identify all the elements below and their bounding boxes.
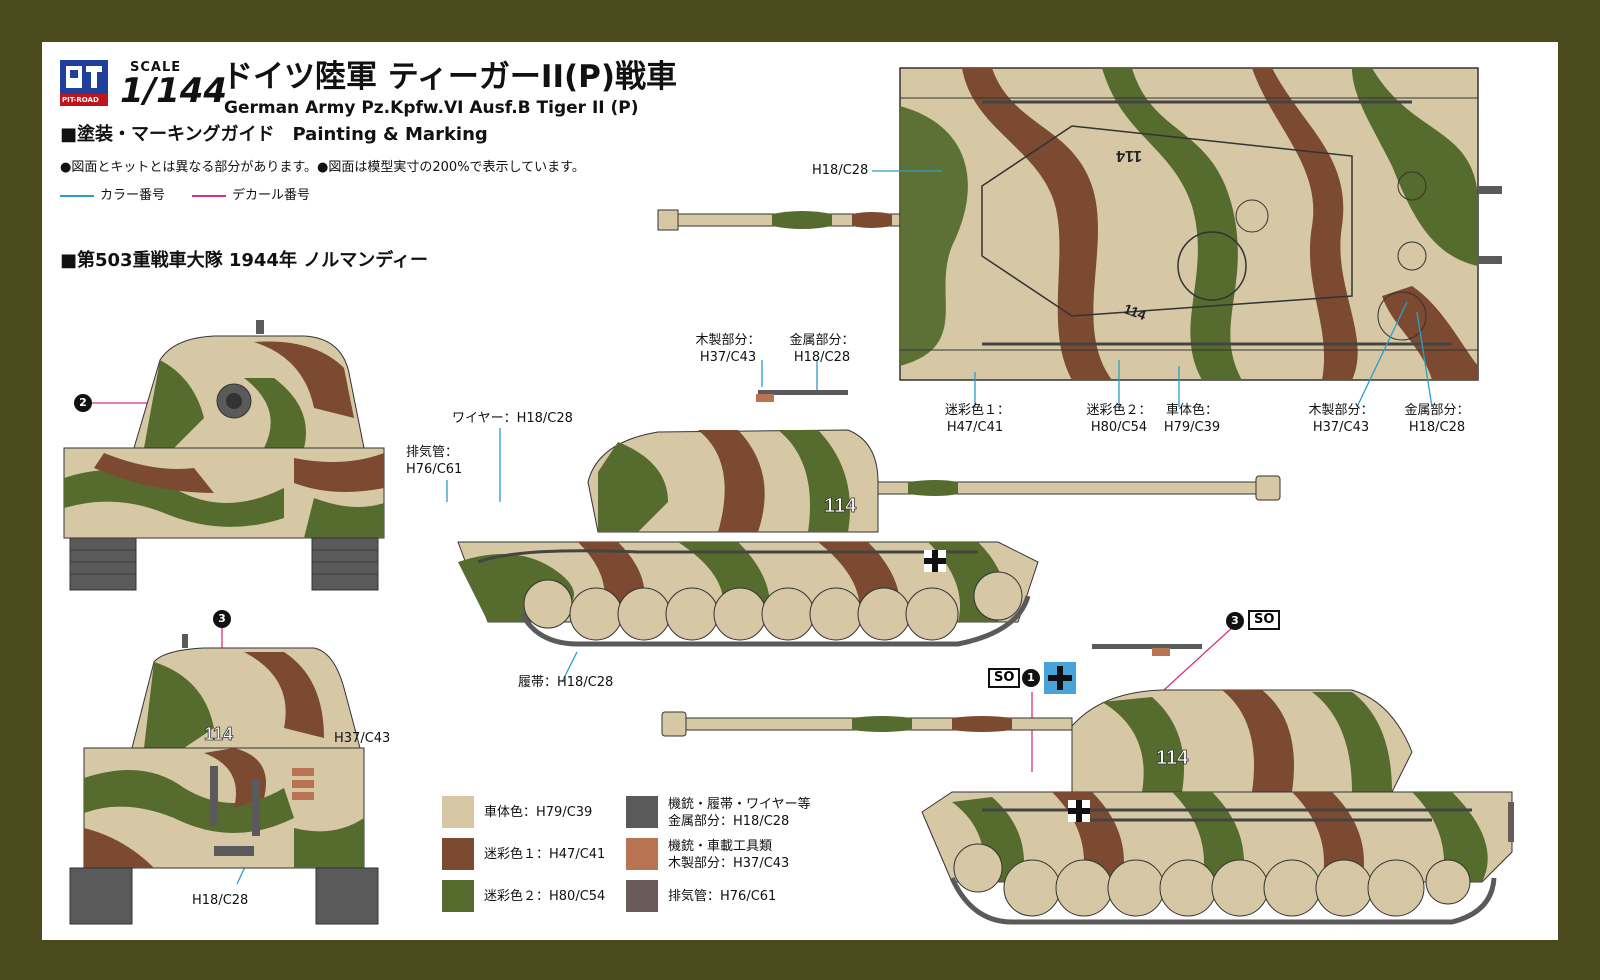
swatch-metal-label: 機銃・履帯・ワイヤー等金属部分：H18/C28 — [668, 797, 811, 829]
legend-color-number: カラー番号 — [60, 188, 165, 204]
callout-rear-wood: H37/C43 — [334, 731, 391, 746]
left-side-drawing: 114 — [457, 390, 1281, 647]
swatch-exhaust-color — [626, 880, 658, 912]
swatch-camo2-label: 迷彩色２：H80/C54 — [484, 889, 606, 904]
callout-top-gun: H18/C28 — [812, 163, 869, 178]
callout-camo2: 迷彩色２：H80/C54 — [1086, 403, 1152, 435]
callout-side-wood: 木製部分：H37/C43 — [695, 333, 761, 365]
note-text: ●図面とキットとは異なる部分があります。●図面は模型実寸の200%で表示していま… — [60, 160, 585, 175]
logo-text: PIT-ROAD — [62, 96, 99, 104]
decal-so-left: SO — [988, 668, 1021, 688]
swatch-metal-color — [626, 796, 658, 828]
svg-text:114: 114 — [1156, 747, 1189, 769]
callout-wire: ワイヤー：H18/C28 — [452, 411, 573, 426]
decal-3-badge-side: 3 — [1226, 612, 1244, 630]
callout-track: 履帯：H18/C28 — [518, 675, 614, 690]
legend-decal-number: デカール番号 — [192, 188, 310, 204]
callout-wood-top: 木製部分：H37/C43 — [1308, 403, 1374, 435]
swatch-camo2-color — [442, 880, 474, 912]
callout-exhaust: 排気管：H76/C61 — [406, 445, 463, 477]
turret-number-top: 114 — [1116, 147, 1142, 164]
swatch-camo1-color — [442, 838, 474, 870]
decal-1-badge: 1 — [1022, 669, 1040, 687]
callout-side-metal: 金属部分：H18/C28 — [789, 333, 855, 365]
legend-color-label: カラー番号 — [100, 188, 166, 203]
scale-label: SCALE — [130, 60, 182, 75]
swatch-wood-label: 機銃・車載工具類木製部分：H37/C43 — [668, 839, 790, 871]
balkenkreuz-icon — [1044, 662, 1076, 694]
unit-title: ■第503重戦車大隊 1944年 ノルマンディー — [60, 250, 428, 271]
front-view-drawing — [63, 320, 385, 591]
decal-line-icon — [192, 194, 226, 197]
swatch-wood-color — [626, 838, 658, 870]
swatch-camo1-label: 迷彩色１：H47/C41 — [484, 847, 606, 862]
decal-so-right: SO — [1248, 610, 1281, 630]
scale-value: 1/144 — [120, 71, 228, 111]
svg-text:114: 114 — [1122, 300, 1149, 323]
callout-rear-metal: H18/C28 — [192, 893, 249, 908]
swatch-body-color — [442, 796, 474, 828]
color-line-icon — [60, 194, 94, 197]
callout-metal-top: 金属部分：H18/C28 — [1404, 403, 1470, 435]
svg-text:114: 114 — [204, 724, 233, 744]
callout-camo1: 迷彩色１：H47/C41 — [945, 403, 1011, 435]
rear-view-drawing: 114 — [69, 634, 379, 925]
decal-3-badge-rear: 3 — [213, 610, 231, 628]
pit-road-logo — [60, 60, 108, 106]
svg-text:114: 114 — [824, 495, 857, 517]
swatch-body-label: 車体色：H79/C39 — [484, 805, 593, 820]
title-japanese: ドイツ陸軍 ティーガーII(P)戦車 — [222, 59, 678, 95]
right-side-drawing: 114 — [661, 644, 1514, 925]
painting-guide-sheet: PIT-ROAD SCALE 1/144 ドイツ陸軍 ティーガーII(P)戦車 … — [42, 42, 1558, 940]
title-english: German Army Pz.Kpfw.VI Ausf.B Tiger II (… — [224, 98, 639, 118]
swatch-exhaust-label: 排気管：H76/C61 — [668, 889, 777, 904]
top-view-drawing: 114 114 — [657, 67, 1502, 381]
decal-2-badge: 2 — [74, 394, 92, 412]
legend-decal-label: デカール番号 — [232, 188, 311, 203]
guide-title: ■塗装・マーキングガイド Painting & Marking — [60, 124, 488, 145]
callout-body: 車体色：H79/C39 — [1163, 403, 1221, 435]
